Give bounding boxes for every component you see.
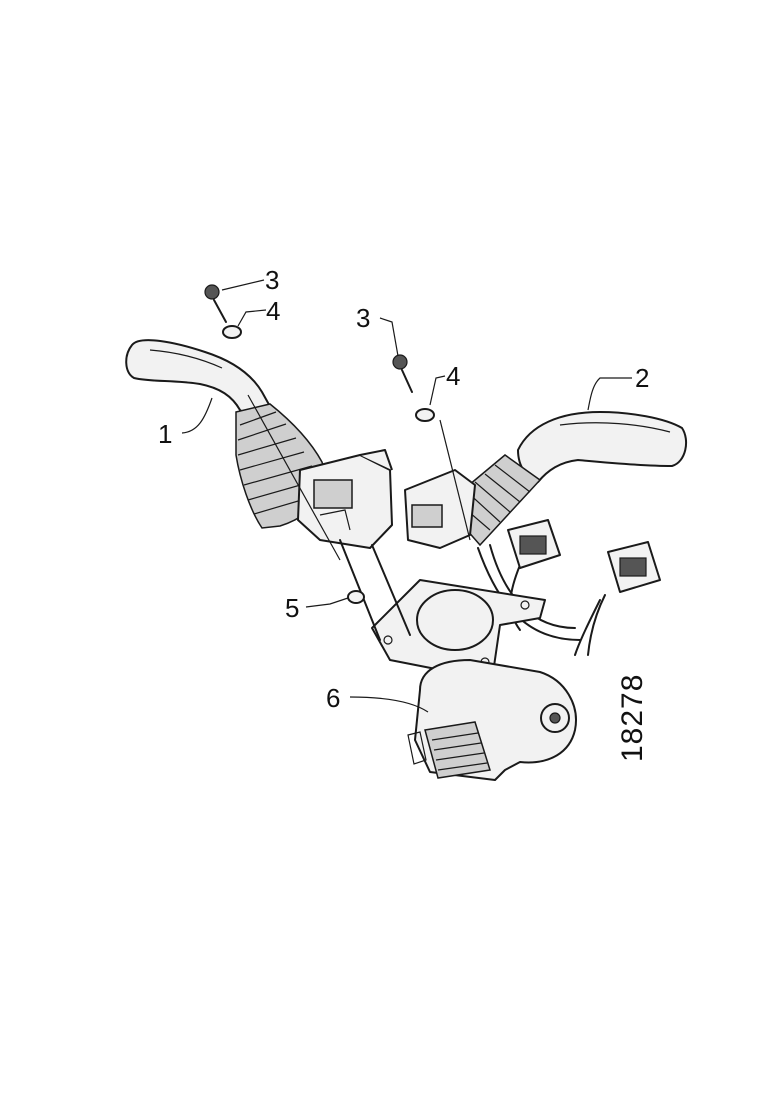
connector-plug-right — [607, 541, 661, 593]
washer-right — [415, 408, 435, 422]
callout-2: 2 — [635, 363, 650, 393]
switch-body — [407, 659, 577, 781]
right-stalk-lever — [517, 411, 688, 483]
mounting-bracket — [371, 579, 546, 681]
left-switch-housing — [297, 449, 393, 549]
callout-4-left: 4 — [266, 296, 281, 326]
callout-3-left: 3 — [265, 265, 280, 295]
screw-left — [204, 284, 227, 323]
screw-right — [392, 354, 413, 393]
callout-4-right: 4 — [446, 361, 461, 391]
leader-lines — [181, 279, 632, 713]
drawing-reference-number: 18278 — [616, 673, 649, 762]
connector-plug-left — [507, 519, 561, 569]
callout-1: 1 — [158, 419, 173, 449]
right-switch-housing — [404, 469, 476, 549]
callout-5: 5 — [285, 593, 300, 623]
guide-rods — [339, 539, 411, 641]
left-stalk-lever — [125, 339, 273, 417]
callout-6: 6 — [326, 683, 341, 713]
callout-3-right: 3 — [356, 303, 371, 333]
washer-left — [222, 325, 242, 339]
nut-5 — [347, 590, 365, 604]
